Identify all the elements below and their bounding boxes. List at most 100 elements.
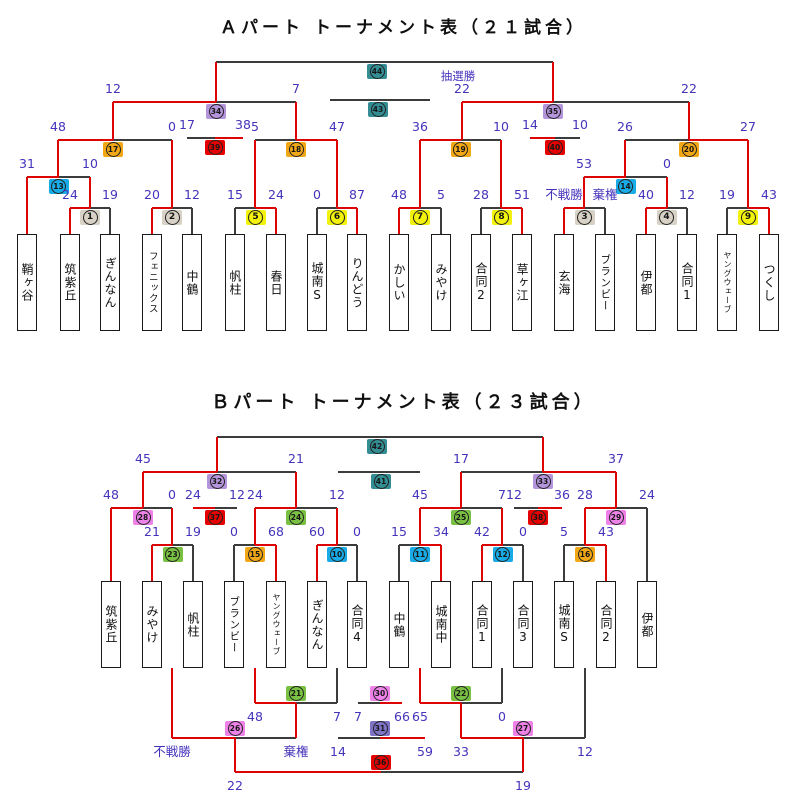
team-box: 合同2 <box>471 234 491 331</box>
bracket-line <box>666 177 668 208</box>
match-score: 0 <box>519 524 527 539</box>
match-score: 48 <box>247 709 263 724</box>
bracket-line <box>461 737 523 739</box>
bracket-line <box>171 508 173 545</box>
match-number: 33 <box>535 474 551 489</box>
match-score: 48 <box>103 487 119 502</box>
bracket-line <box>420 139 461 141</box>
bracket-line <box>616 507 647 509</box>
team-name: ブランビー <box>599 253 612 312</box>
match-badge: 30 <box>370 686 390 701</box>
team-box: 帆柱 <box>183 581 203 668</box>
match-number: 16 <box>577 547 593 562</box>
match-number: 8 <box>494 210 509 225</box>
bracket-line <box>604 208 606 234</box>
match-badge: 33 <box>533 474 553 489</box>
match-score: 15 <box>391 524 407 539</box>
bracket-line <box>172 207 192 209</box>
match-number: 43 <box>370 102 386 117</box>
bracket-line <box>233 545 235 581</box>
match-badge: 37 <box>205 510 225 525</box>
match-score: 17 <box>453 451 469 466</box>
bracket-line <box>234 738 236 772</box>
match-number: 15 <box>247 547 263 562</box>
match-score: 40 <box>638 187 654 202</box>
match-score: 68 <box>268 524 284 539</box>
match-number: 31 <box>372 721 388 736</box>
bracket-line <box>337 544 357 546</box>
match-number: 24 <box>288 510 304 525</box>
match-score: 12 <box>506 487 522 502</box>
bracket-line <box>440 208 442 234</box>
team-box: 合同3 <box>513 581 533 668</box>
bracket-line <box>234 544 255 546</box>
bracket-line <box>295 472 297 508</box>
bracket-line <box>482 544 503 546</box>
match-score: 60 <box>309 524 325 539</box>
bracket-line <box>585 507 616 509</box>
match-score: 19 <box>515 778 531 793</box>
match-score: 不戦勝 <box>545 187 583 202</box>
bracket-line <box>275 545 277 581</box>
team-box: 帆柱 <box>225 234 245 331</box>
team-name: 帆柱 <box>186 611 200 638</box>
team-name: ブランビー <box>228 595 241 654</box>
match-score: 7 <box>292 81 300 96</box>
match-score: 48 <box>391 187 407 202</box>
bracket-line <box>89 177 91 208</box>
team-box: 筑紫丘 <box>60 234 80 331</box>
match-number: 2 <box>164 210 180 225</box>
match-score: 28 <box>577 487 593 502</box>
bracket-line <box>255 544 276 546</box>
bracket-line <box>380 702 402 704</box>
bracket-line <box>538 507 562 509</box>
match-badge: 17 <box>103 142 123 157</box>
bracket-b-title: Ｂパート トーナメント表（２３試合） <box>211 392 596 413</box>
bracket-line <box>296 507 337 509</box>
bracket-a-title: Ａパート トーナメント表（２１試合） <box>220 18 587 38</box>
match-score: 22 <box>227 778 243 793</box>
match-number: 44 <box>369 64 385 79</box>
match-score: 5 <box>560 524 568 539</box>
bracket-line <box>57 140 59 177</box>
bracket-line <box>688 102 690 140</box>
match-number: 35 <box>545 104 561 119</box>
match-badge: 19 <box>450 142 471 157</box>
bracket-line <box>58 176 90 178</box>
match-score: 0 <box>313 187 321 202</box>
match-score: 12 <box>577 744 593 759</box>
bracket-line <box>381 771 523 773</box>
match-score: 26 <box>617 119 633 134</box>
match-score: 10 <box>572 117 588 132</box>
match-score: 48 <box>50 119 66 134</box>
bracket-line <box>336 140 338 208</box>
bracket-line <box>235 771 381 773</box>
bracket-line <box>337 207 357 209</box>
bracket-line <box>521 208 523 234</box>
match-score: 12 <box>184 187 200 202</box>
match-number: 20 <box>681 142 697 157</box>
match-badge: 25 <box>451 510 471 525</box>
bracket-line <box>255 139 296 141</box>
bracket-line <box>215 62 217 102</box>
bracket-line <box>356 545 358 581</box>
team-box: フェニックス <box>142 234 162 331</box>
team-box: 伊都 <box>636 234 656 331</box>
match-badge: 41 <box>371 474 391 489</box>
match-badge: 26 <box>225 721 245 736</box>
team-box: ブランビー <box>224 581 244 668</box>
match-score: 24 <box>185 487 201 502</box>
bracket-line <box>460 139 501 141</box>
match-number: 19 <box>453 142 468 157</box>
bracket-line <box>316 208 318 234</box>
bracket-line <box>255 207 276 209</box>
match-number: 22 <box>453 686 469 701</box>
match-score: 34 <box>433 524 449 539</box>
match-number: 36 <box>373 755 389 770</box>
team-box: かしい <box>389 234 409 331</box>
bracket-line <box>543 471 616 473</box>
match-number: 12 <box>495 547 510 562</box>
bracket-line <box>254 668 256 703</box>
bracket-line <box>419 508 421 545</box>
bracket-line <box>90 207 110 209</box>
